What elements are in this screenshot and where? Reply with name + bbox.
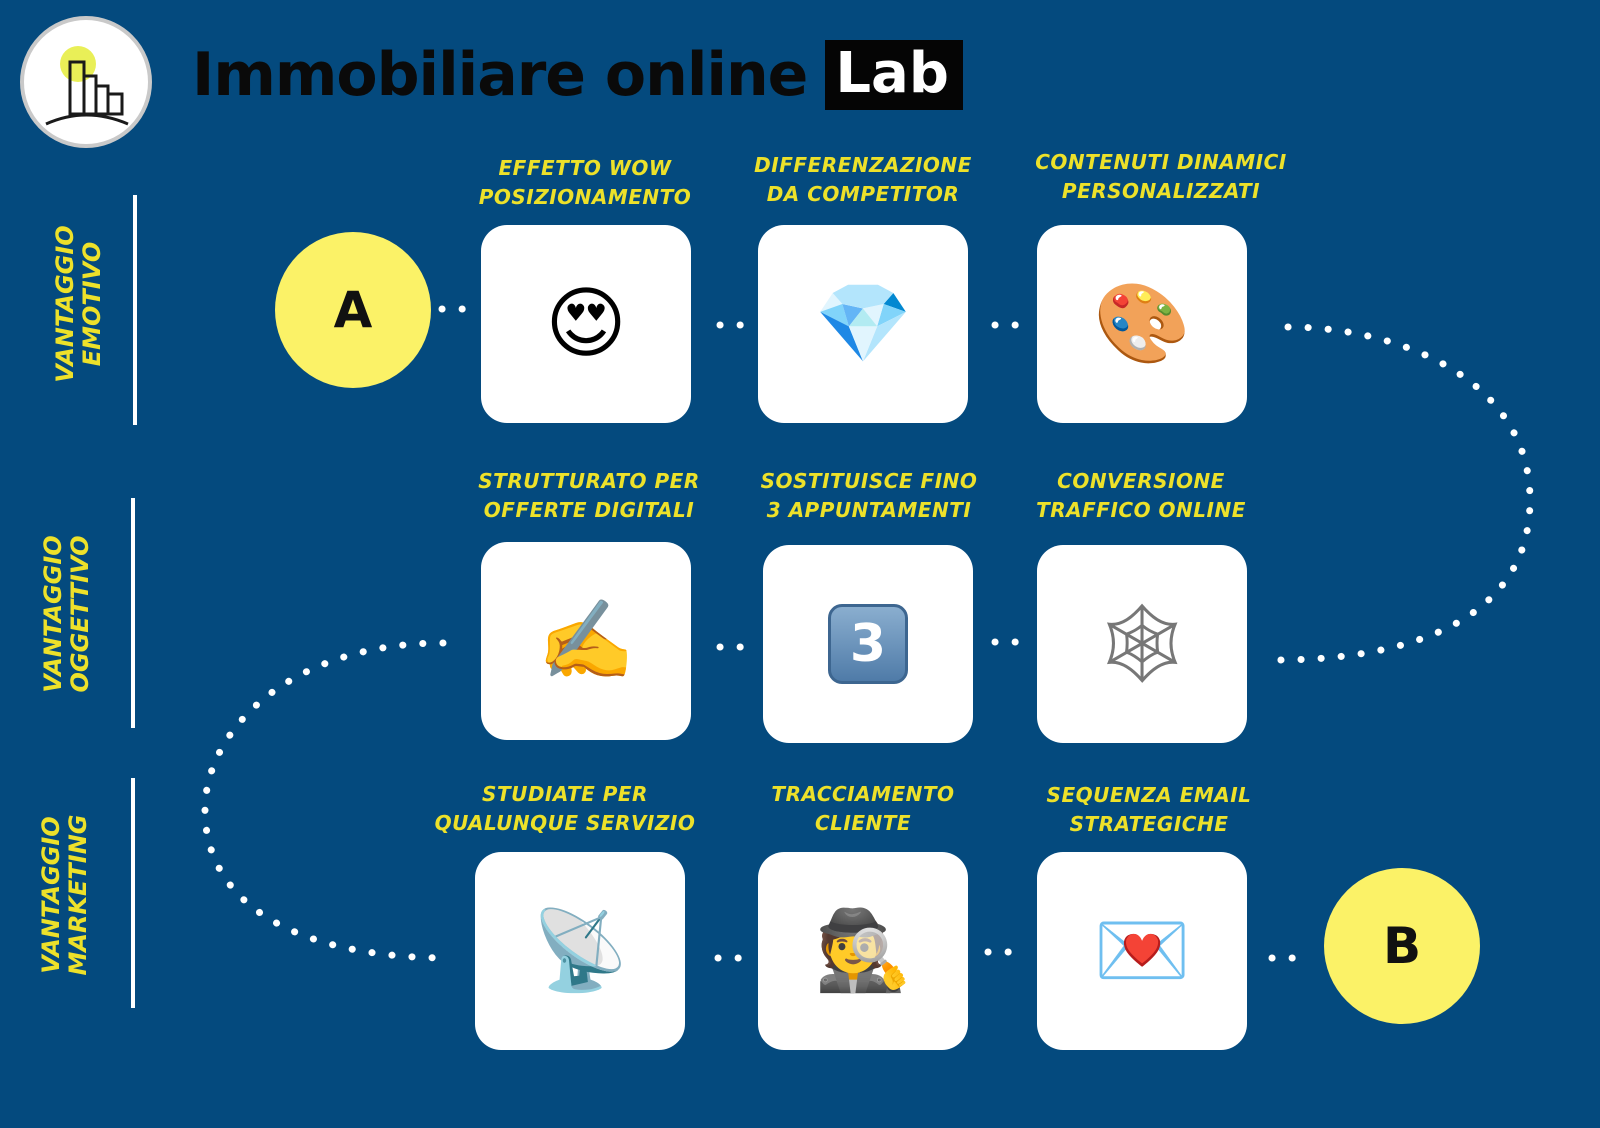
node-label: B — [1382, 917, 1422, 975]
card-caption: SEQUENZA EMAIL STRATEGICHE — [1004, 781, 1294, 839]
node-label: A — [333, 281, 373, 339]
card-effetto-wow: 😍 — [481, 225, 691, 423]
title-badge-lab: Lab — [825, 40, 963, 110]
card-caption: SOSTITUISCE FINO 3 APPUNTAMENTI — [724, 467, 1014, 525]
caption-line: 3 APPUNTAMENTI — [766, 498, 972, 522]
caption-line: TRACCIAMENTO — [771, 782, 955, 806]
row-label-line: VANTAGGIO — [51, 225, 79, 383]
caption-line: EFFETTO WOW — [498, 156, 672, 180]
card-caption: TRACCIAMENTO CLIENTE — [718, 780, 1008, 838]
caption-line: SOSTITUISCE FINO — [760, 469, 978, 493]
satellite-dish-icon: 📡 — [531, 906, 629, 996]
logo — [20, 16, 152, 148]
card-tracciamento: 🕵️ — [758, 852, 968, 1050]
row-label-line: OGGETTIVO — [66, 535, 94, 693]
detective-icon: 🕵️ — [814, 906, 912, 996]
caption-line: TRAFFICO ONLINE — [1036, 498, 1246, 522]
card-caption: DIFFERENZAZIONE DA COMPETITOR — [718, 151, 1008, 209]
card-differenzazione: 💎 — [758, 225, 968, 423]
card-caption: CONVERSIONE TRAFFICO ONLINE — [996, 467, 1286, 525]
connector-left-loop — [201, 639, 454, 962]
palette-icon: 🎨 — [1093, 279, 1191, 369]
row-label-line: EMOTIVO — [78, 241, 106, 367]
caption-line: CONTENUTI DINAMICI — [1035, 150, 1287, 174]
buildings-logo-icon — [45, 46, 129, 126]
row-label-emotivo: VANTAGGIO EMOTIVO — [51, 184, 108, 424]
end-node-b: B — [1324, 868, 1480, 1024]
start-node-a: A — [275, 232, 431, 388]
caption-line: QUALUNQUE SERVIZIO — [434, 811, 696, 835]
card-caption: STUDIATE PER QUALUNQUE SERVIZIO — [420, 780, 710, 838]
caption-line: OFFERTE DIGITALI — [483, 498, 695, 522]
gem-icon: 💎 — [814, 279, 912, 369]
love-letter-icon: 💌 — [1093, 906, 1191, 996]
row-divider — [131, 778, 135, 1008]
row-label-marketing: VANTAGGIO MARKETING — [37, 775, 94, 1015]
caption-line: DIFFERENZAZIONE — [754, 153, 972, 177]
row-label-line: VANTAGGIO — [37, 816, 65, 974]
row-label-line: VANTAGGIO — [39, 535, 67, 693]
keycap-digit: 3 — [849, 614, 887, 674]
row-divider — [131, 498, 135, 728]
caption-line: CLIENTE — [814, 811, 912, 835]
card-caption: EFFETTO WOW POSIZIONAMENTO — [440, 154, 730, 212]
caption-line: STRUTTURATO PER — [478, 469, 700, 493]
caption-line: STRATEGICHE — [1069, 812, 1229, 836]
writing-hand-icon: ✍️ — [537, 596, 635, 686]
heart-eyes-icon: 😍 — [545, 279, 627, 369]
caption-line: SEQUENZA EMAIL — [1046, 783, 1252, 807]
card-studiate: 📡 — [475, 852, 685, 1050]
page-title: Immobiliare online Lab — [192, 40, 963, 110]
title-main: Immobiliare online — [192, 40, 808, 110]
card-strutturato: ✍️ — [481, 542, 691, 740]
row-divider — [133, 195, 137, 425]
card-sostituisce: 3 — [763, 545, 973, 743]
card-caption: CONTENUTI DINAMICI PERSONALIZZATI — [1016, 148, 1306, 206]
card-caption: STRUTTURATO PER OFFERTE DIGITALI — [444, 467, 734, 525]
row-label-oggettivo: VANTAGGIO OGGETTIVO — [39, 494, 96, 734]
row-label-line: MARKETING — [64, 814, 92, 976]
caption-line: CONVERSIONE — [1057, 469, 1225, 493]
card-contenuti-dinamici: 🎨 — [1037, 225, 1247, 423]
caption-line: STUDIATE PER — [482, 782, 648, 806]
caption-line: DA COMPETITOR — [766, 182, 960, 206]
card-conversione: 🕸 — [1037, 545, 1247, 743]
card-sequenza-email: 💌 — [1037, 852, 1247, 1050]
connector-right-loop — [1271, 323, 1534, 664]
caption-line: PERSONALIZZATI — [1061, 179, 1261, 203]
spider-web-icon: 🕸 — [1092, 599, 1192, 689]
keycap-three-icon: 3 — [828, 604, 908, 684]
caption-line: POSIZIONAMENTO — [478, 185, 692, 209]
